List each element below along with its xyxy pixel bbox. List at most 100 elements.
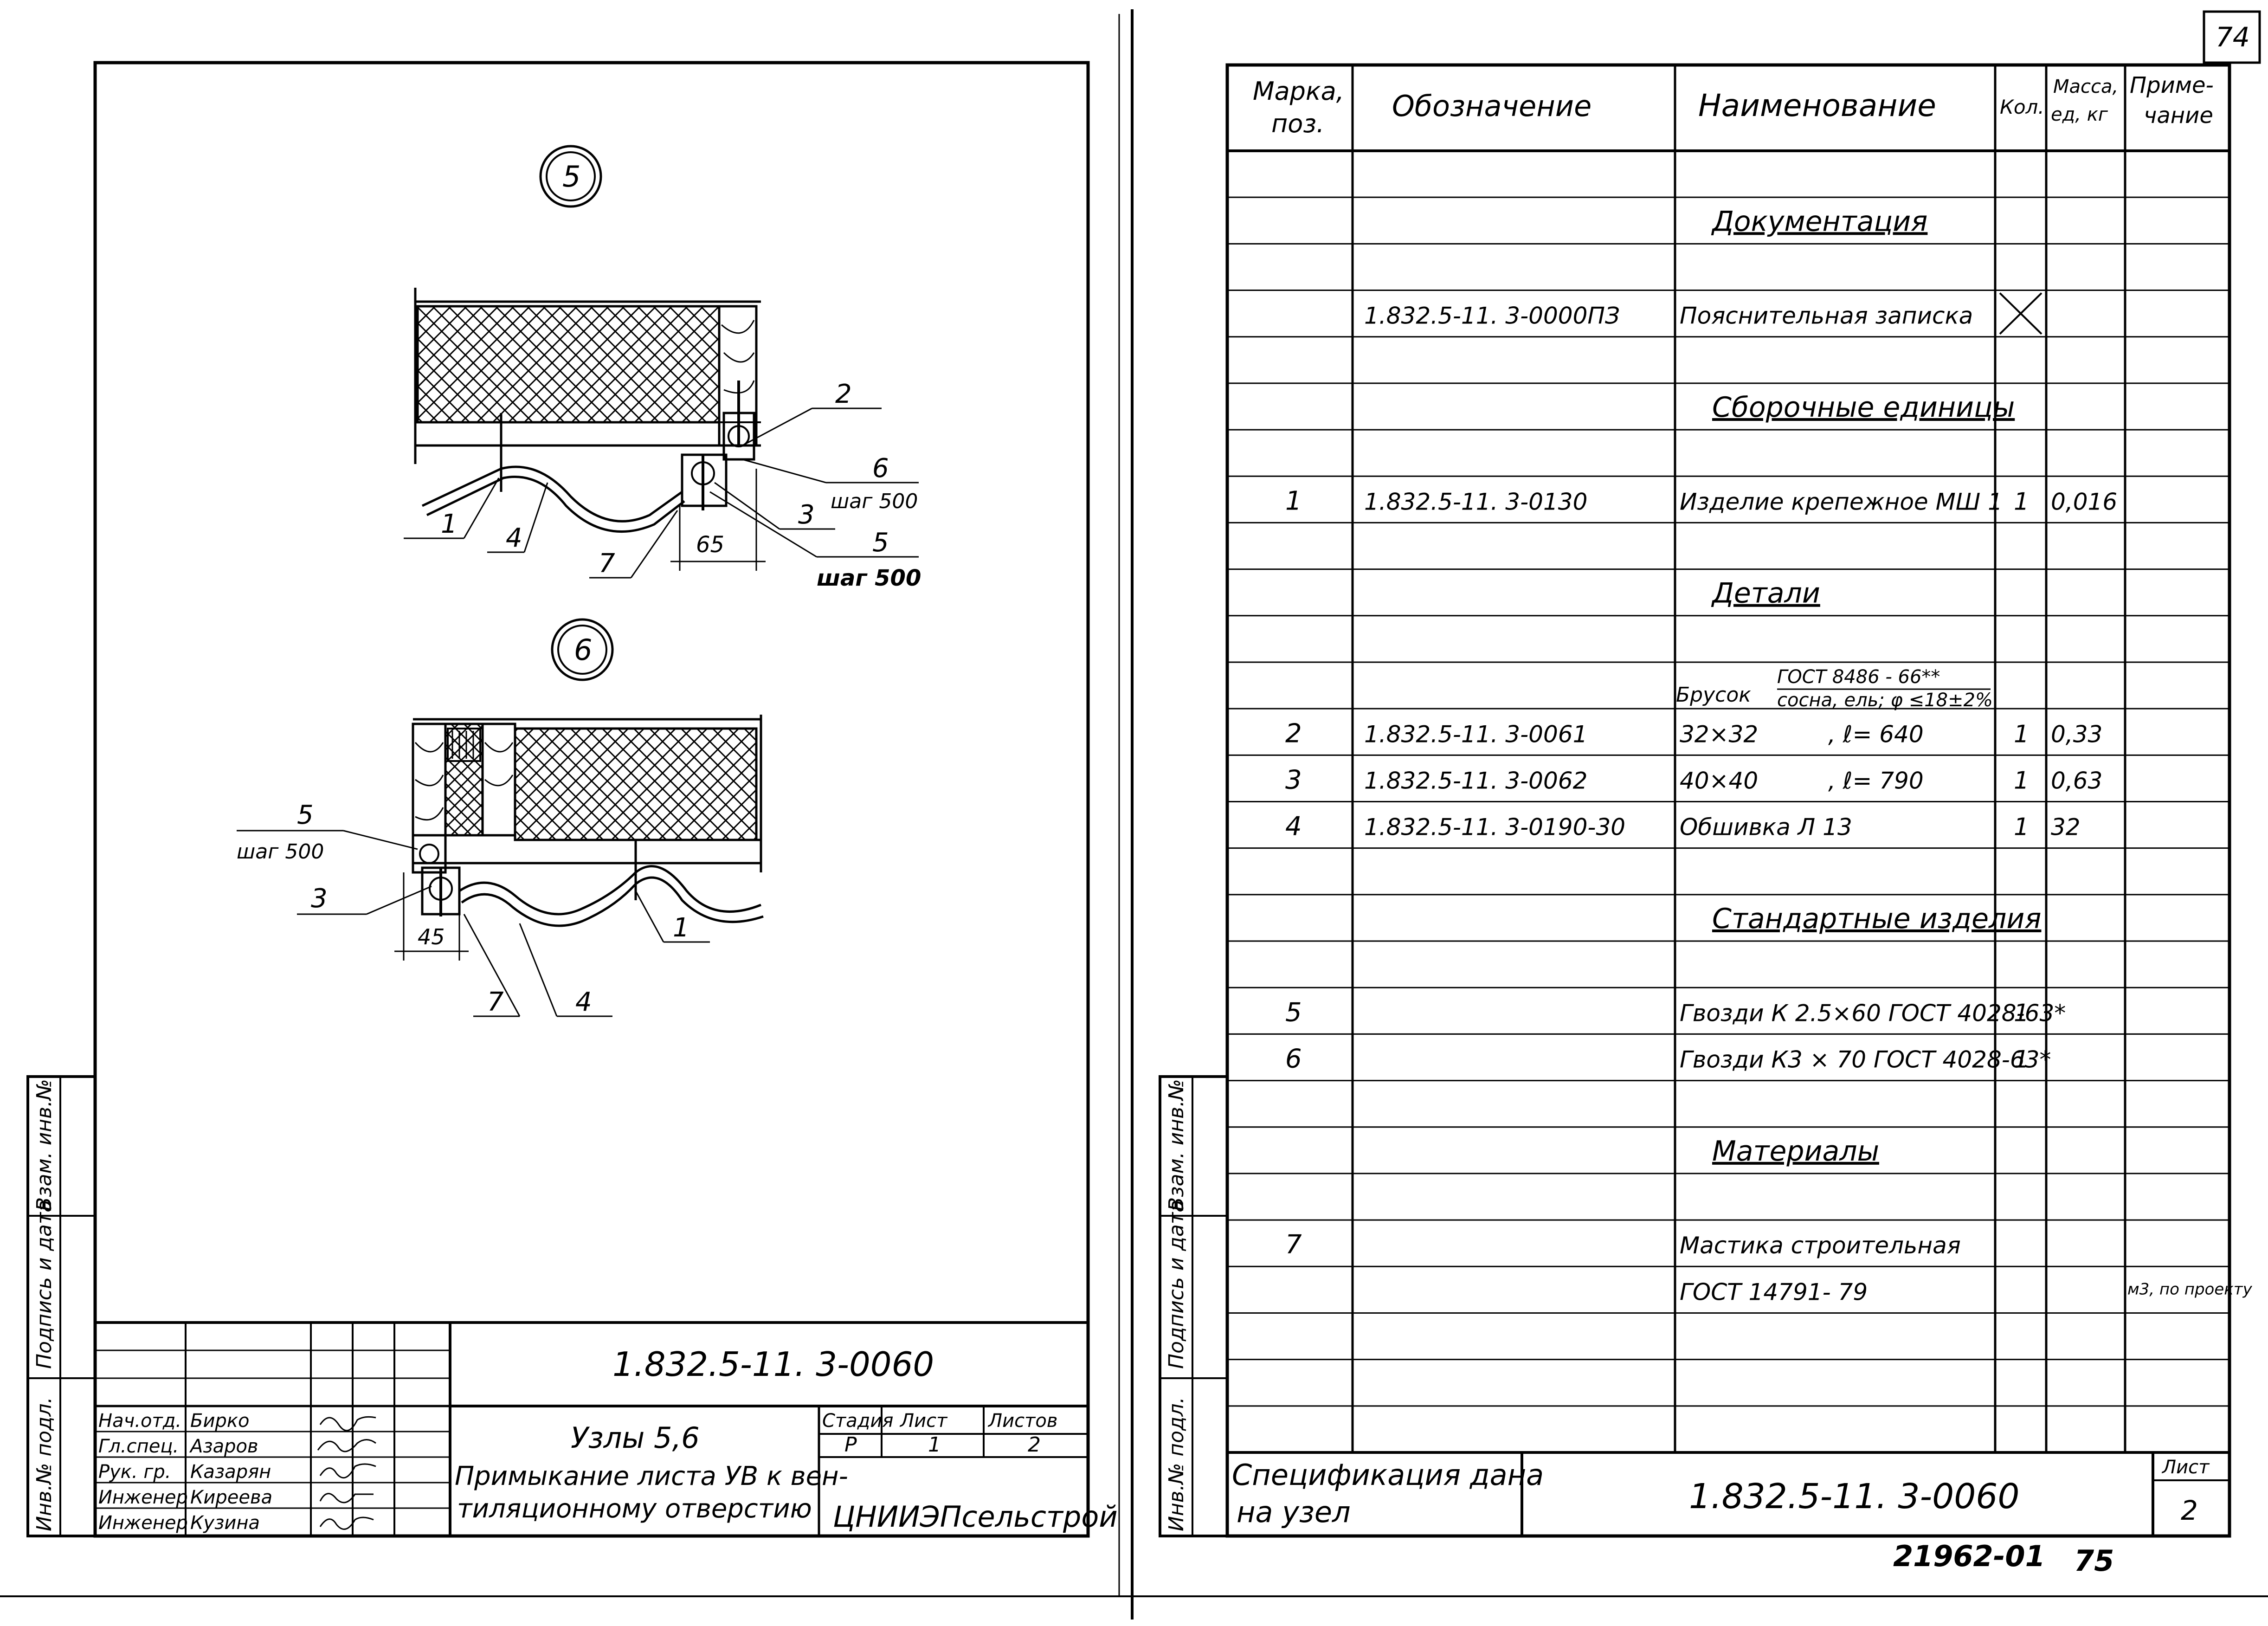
row-qty: 1 — [2014, 488, 2029, 516]
hdr-note-2: чание — [2144, 103, 2213, 129]
tb-title-2: Примыкание листа УВ к вен- — [455, 1461, 848, 1491]
row-name: Мастика строительная — [1680, 1232, 1961, 1259]
row-name: Обшивка Л 13 — [1680, 814, 1852, 841]
node5-step-5: шаг 500 — [817, 565, 921, 591]
row-pos: 4 — [1285, 812, 1302, 842]
hdr-pos-1: Марка, — [1253, 77, 1344, 106]
node6-callout-3: 3 — [311, 884, 328, 914]
row-designation: 1.832.5-11. 3-0061 — [1364, 721, 1587, 748]
row-pos: 1 — [1285, 486, 1302, 516]
section-heading: Сборочные единицы — [1712, 391, 2015, 424]
row-designation: 1.832.5-11. 3-0062 — [1364, 767, 1587, 794]
row-mass: 32 — [2051, 814, 2081, 841]
row-pos: 5 — [1285, 997, 1302, 1027]
tb-role-3: Инженер — [98, 1487, 188, 1508]
node-6-drawing: 6 45 5 — [237, 618, 764, 1017]
row-qty: 1 — [2014, 1046, 2029, 1074]
hdr-pos-2: поз. — [1271, 109, 1324, 138]
node6-callout-4: 4 — [575, 987, 592, 1017]
section-heading: Стандартные изделия — [1712, 903, 2041, 935]
node-6-label: 6 — [574, 633, 592, 667]
node5-callout-5: 5 — [872, 528, 889, 558]
row-name: ГОСТ 14791- 79 — [1680, 1278, 1868, 1305]
tb-name-4: Кузина — [190, 1512, 260, 1534]
node5-callout-1: 1 — [441, 509, 457, 539]
node5-dim-65: 65 — [696, 532, 724, 558]
node5-callout-7: 7 — [599, 548, 615, 579]
node-5-drawing: 5 65 2 6 — [404, 145, 921, 591]
row-name: Гвозди К3 × 70 ГОСТ 4028-63* — [1680, 1046, 2051, 1073]
row-name-length: , ℓ= 640 — [1828, 721, 1924, 748]
row-name: 32×32 — [1680, 721, 1758, 748]
row-qty: 1 — [2014, 813, 2029, 841]
row-name: Пояснительная записка — [1680, 303, 1973, 329]
node5-callout-3: 3 — [798, 500, 815, 530]
tb-title-1: Узлы 5,6 — [571, 1421, 700, 1455]
hdr-note-1: Приме- — [2130, 72, 2214, 98]
node6-callout-1: 1 — [673, 913, 689, 943]
side-stamp-inv-orig: Инв.№ подл. — [32, 1397, 56, 1531]
node5-callout-2: 2 — [835, 379, 852, 409]
row-pos: 6 — [1285, 1044, 1302, 1074]
row-pos: 2 — [1285, 718, 1302, 748]
row-pos: 7 — [1285, 1230, 1302, 1260]
tb-name-1: Азаров — [189, 1436, 258, 1457]
tb-name-2: Казарян — [190, 1461, 271, 1483]
tb-role-1: Гл.спец. — [98, 1436, 179, 1457]
row-name-length: , ℓ= 790 — [1828, 767, 1924, 794]
footer-code: 1.832.5-11. 3-0060 — [1689, 1477, 2019, 1516]
r-side-stamp-vzam: Взам. инв.№ — [1165, 1079, 1188, 1211]
hdr-name: Наименование — [1698, 88, 1936, 123]
side-stamp-sign-date: Подпись и дата — [32, 1200, 56, 1369]
row-pos: 3 — [1285, 765, 1302, 795]
tb-sheets: 2 — [1028, 1433, 1041, 1457]
node6-callout-5: 5 — [297, 800, 314, 830]
node6-dim-45: 45 — [418, 924, 445, 949]
row-qty: 1 — [2014, 720, 2029, 748]
tb-code: 1.832.5-11. 3-0060 — [612, 1345, 934, 1384]
tb-role-4: Инженер — [98, 1512, 188, 1534]
row-note: м3, по проекту — [2127, 1280, 2253, 1298]
bottom-code: 21962-01 — [1893, 1539, 2045, 1573]
r-side-stamp-inv-orig: Инв.№ подл. — [1165, 1397, 1188, 1531]
footer-spec-2: на узел — [1237, 1495, 1351, 1529]
tb-name-3: Киреева — [190, 1487, 272, 1508]
right-sheet: 74 Взам. инв.№ Подпись и дата Инв.№ подл… — [1159, 10, 2261, 1578]
hdr-qty: Кол. — [2000, 96, 2044, 118]
tb-sheet-header: Лист — [899, 1410, 948, 1432]
r-side-stamp-sign-date: Подпись и дата — [1165, 1200, 1188, 1369]
node-5-label: 5 — [562, 160, 580, 194]
spec-footer: Спецификация дана на узел 1.832.5-11. 3-… — [1232, 1452, 2229, 1536]
row-designation: 1.832.5-11. 3-0190-30 — [1364, 814, 1625, 841]
tb-name-0: Бирко — [190, 1410, 249, 1432]
node6-step-5: шаг 500 — [237, 840, 324, 864]
bottom-page: 75 — [2074, 1544, 2114, 1578]
node5-callout-4: 4 — [506, 523, 522, 553]
section-heading: Детали — [1711, 577, 1820, 610]
row-qty: 1 — [2014, 999, 2029, 1027]
node6-callout-7: 7 — [487, 987, 504, 1017]
row-qty: 1 — [2014, 767, 2029, 794]
section-heading: Документация — [1711, 205, 1927, 238]
footer-spec-1: Спецификация дана — [1232, 1458, 1544, 1492]
footer-sheet: 2 — [2181, 1495, 2198, 1526]
row-name: Изделие крепежное МШ 1 — [1680, 488, 2003, 515]
left-title-block: Нач.отд. Гл.спец. Рук. гр. Инженер Инжен… — [94, 1321, 1118, 1537]
row-name-gost: ГОСТ 8486 - 66** — [1777, 666, 1940, 688]
hdr-designation: Обозначение — [1392, 89, 1591, 123]
tb-role-2: Рук. гр. — [98, 1461, 171, 1483]
corner-sheet-number: 74 — [2216, 21, 2250, 53]
hdr-mass-1: Масса, — [2053, 76, 2118, 97]
row-mass: 0,33 — [2051, 721, 2102, 748]
tb-title-3: тиляционному отверстию — [457, 1494, 812, 1524]
qty-cross-mark — [1999, 292, 2042, 335]
row-mass: 0,63 — [2051, 767, 2102, 794]
tb-stage-header: Стадия — [822, 1410, 893, 1432]
row-name: 40×40 — [1680, 767, 1758, 794]
side-stamp-vzam: Взам. инв.№ — [32, 1079, 56, 1211]
row-designation: 1.832.5-11. 3-0130 — [1364, 488, 1587, 515]
tb-role-0: Нач.отд. — [98, 1410, 181, 1432]
hdr-mass-2: ед, кг — [2051, 104, 2108, 125]
row-name-material: сосна, ель; φ ≤18±2% — [1777, 690, 1993, 711]
